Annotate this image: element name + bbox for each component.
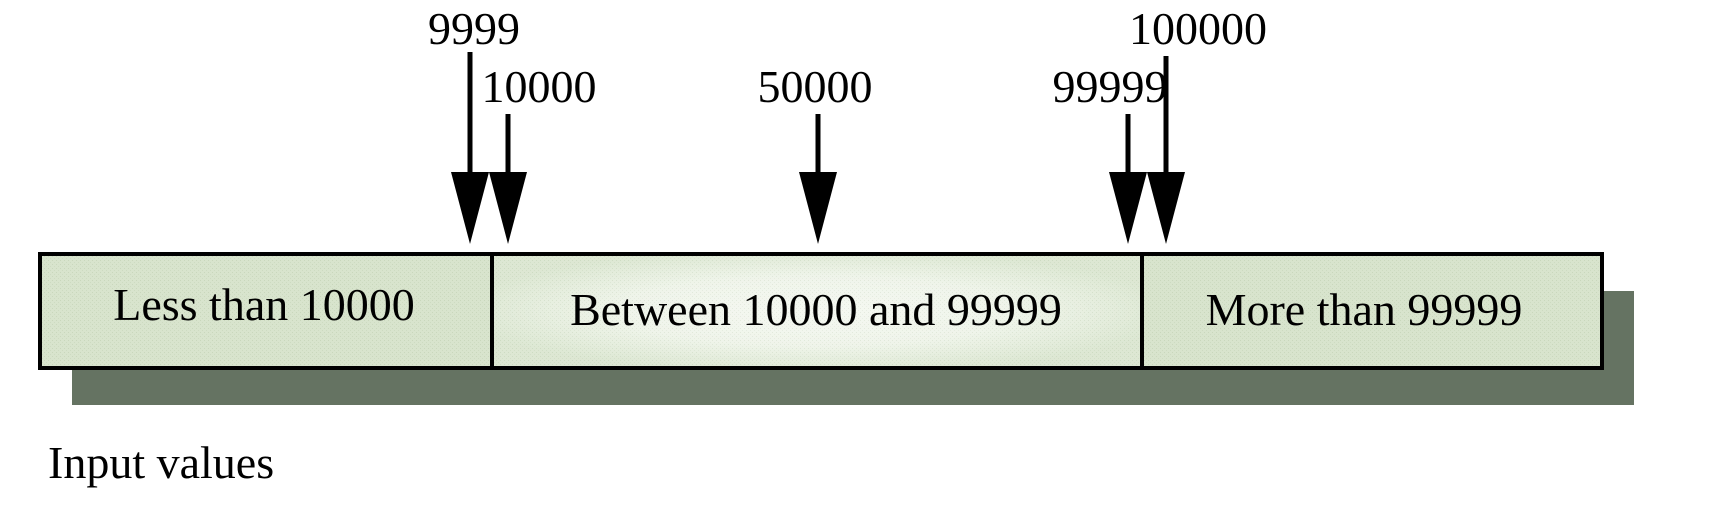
marker-label-100000: 100000 — [1129, 3, 1267, 54]
bar-outline — [38, 252, 1604, 370]
arrow-9999 — [451, 52, 489, 244]
arrow-50000 — [799, 114, 837, 244]
region-label-between: Between 10000 and 99999 — [570, 284, 1062, 335]
arrow-99999 — [1109, 114, 1147, 244]
region-label-less-than: Less than 10000 — [113, 279, 415, 330]
marker-label-9999: 9999 — [428, 3, 520, 54]
marker-label-50000: 50000 — [758, 61, 873, 112]
marker-label-99999: 99999 — [1053, 61, 1168, 112]
marker-label-10000: 10000 — [482, 61, 597, 112]
region-label-more-than: More than 99999 — [1206, 284, 1523, 335]
input-values-caption: Input values — [48, 437, 275, 488]
arrow-10000 — [489, 114, 527, 244]
arrow-100000 — [1147, 56, 1185, 244]
